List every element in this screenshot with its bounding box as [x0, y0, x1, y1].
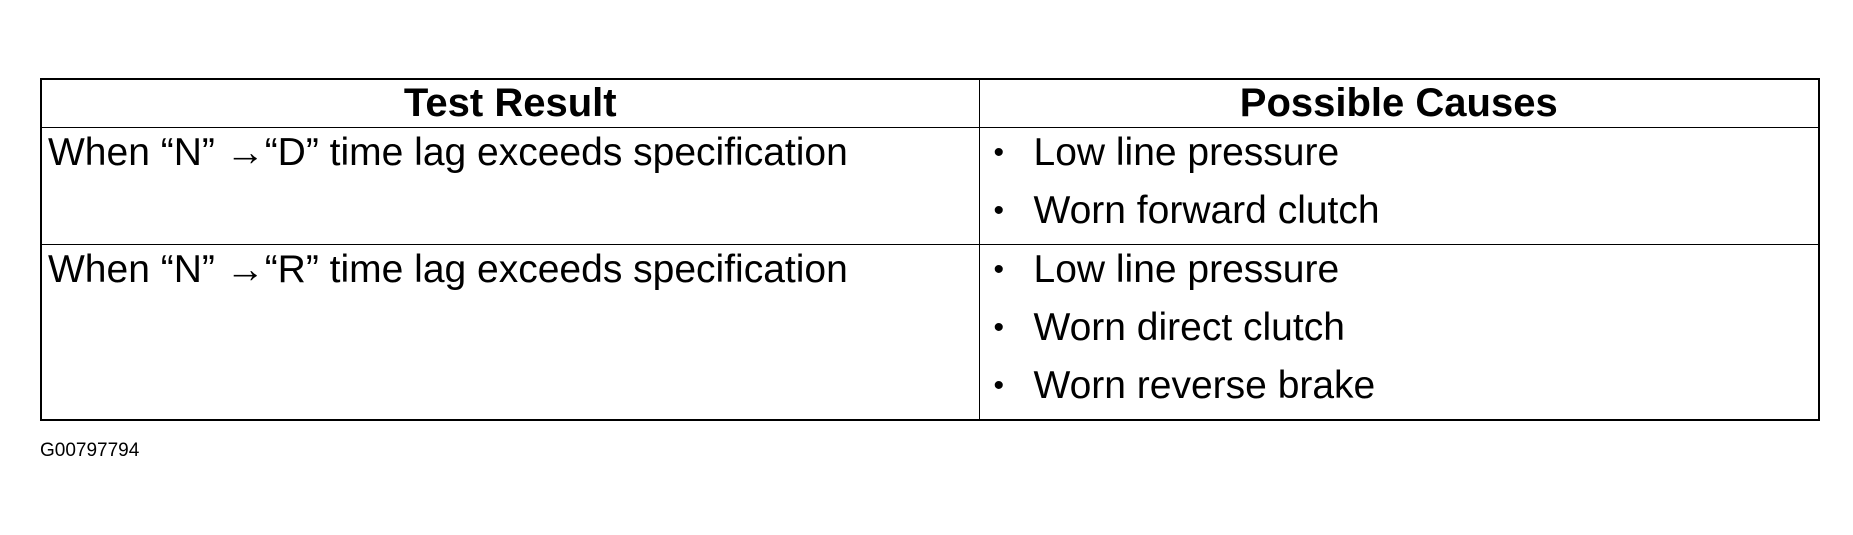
list-item: • Worn reverse brake	[980, 361, 1819, 419]
bullet-icon: •	[993, 136, 1005, 169]
cause-text: Low line pressure	[1033, 248, 1340, 291]
possible-causes-cell: • Low line pressure • Worn forward clutc…	[978, 127, 1820, 245]
figure-id: G00797794	[40, 440, 140, 461]
header-test-result: Test Result	[40, 78, 980, 128]
bullet-icon: •	[993, 194, 1005, 227]
possible-causes-cell: • Low line pressure • Worn direct clutch…	[978, 244, 1820, 421]
list-item: • Low line pressure	[980, 245, 1819, 303]
cause-text: Worn reverse brake	[1033, 364, 1376, 407]
cause-text: Worn direct clutch	[1033, 306, 1345, 349]
cause-text: Low line pressure	[1033, 131, 1340, 174]
cause-list: • Low line pressure • Worn forward clutc…	[980, 128, 1819, 244]
bullet-icon: •	[993, 311, 1005, 344]
cause-list: • Low line pressure • Worn direct clutch…	[980, 245, 1819, 419]
bullet-icon: •	[993, 253, 1005, 286]
table-row: When “N” →“D” time lag exceeds specifica…	[40, 127, 1820, 245]
diagnosis-table: Test Result Possible Causes When “N” →“D…	[40, 78, 1820, 421]
table-header-row: Test Result Possible Causes	[40, 78, 1820, 128]
list-item: • Worn direct clutch	[980, 303, 1819, 361]
list-item: • Low line pressure	[980, 128, 1819, 186]
table-row: When “N” →“R” time lag exceeds specifica…	[40, 244, 1820, 421]
cause-text: Worn forward clutch	[1033, 189, 1380, 232]
test-result-cell: When “N” →“R” time lag exceeds specifica…	[40, 244, 980, 421]
test-result-cell: When “N” →“D” time lag exceeds specifica…	[40, 127, 980, 245]
list-item: • Worn forward clutch	[980, 186, 1819, 244]
header-possible-causes: Possible Causes	[978, 78, 1820, 128]
bullet-icon: •	[993, 369, 1005, 402]
